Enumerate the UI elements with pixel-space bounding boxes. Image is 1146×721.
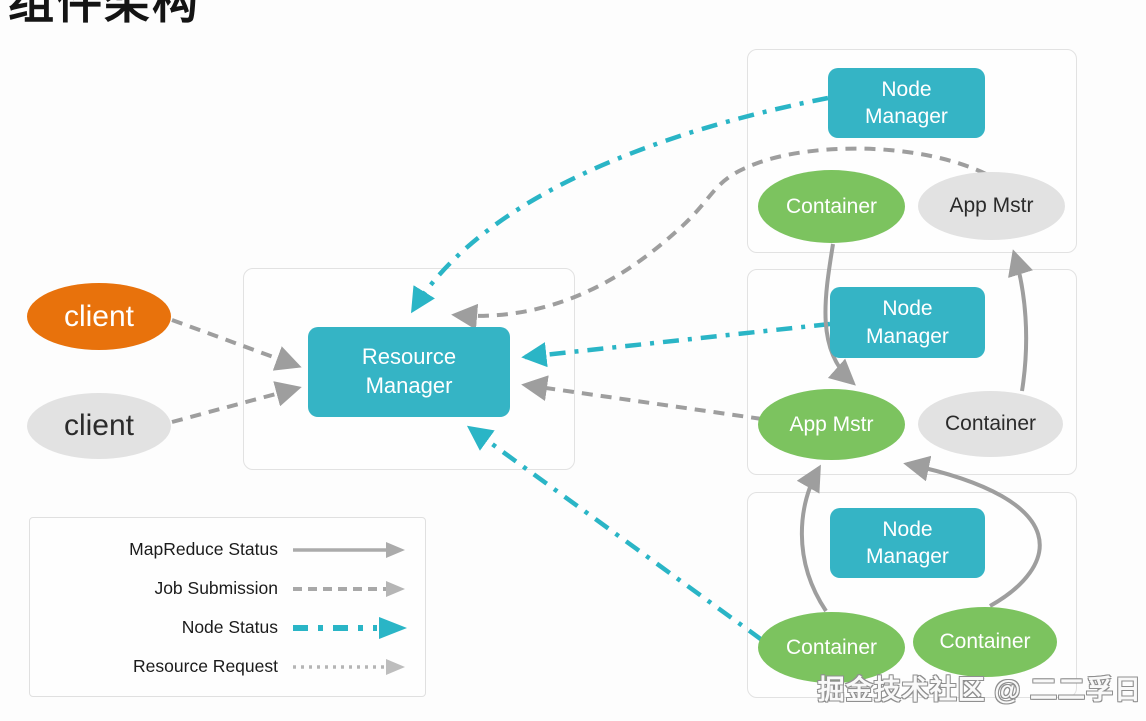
legend-label: Job Submission <box>154 578 278 598</box>
edge-top-container-to-mid-appmstr <box>823 243 856 386</box>
container-node-bottom-right: Container <box>913 607 1057 677</box>
edge-mid-container-to-top-appmstr <box>1008 249 1033 392</box>
legend-label: Resource Request <box>133 656 278 676</box>
legend-label: MapReduce Status <box>129 539 278 559</box>
solid-arrow-icon <box>293 541 405 558</box>
legend-label: Node Status <box>181 617 278 637</box>
client-node-1: client <box>27 283 171 350</box>
watermark: 掘金技术社区 @ 二二孚日 <box>817 675 1142 705</box>
container-node-top: Container <box>758 170 905 243</box>
dotted-arrow-icon <box>293 658 405 675</box>
edge-mid-nm-to-rm <box>521 321 831 368</box>
client-node-2: client <box>27 393 171 459</box>
legend-row-node-status: Node Status <box>30 608 425 647</box>
edge-client2-to-rm <box>171 381 302 424</box>
dashed-arrow-icon <box>293 580 405 597</box>
edge-client1-to-rm <box>171 318 302 371</box>
node-manager-top: Node Manager <box>828 68 985 138</box>
node-manager-label: Node Manager <box>866 517 949 568</box>
container-node-middle: Container <box>918 391 1063 457</box>
node-manager-label: Node Manager <box>865 77 948 128</box>
edge-bottom-container-to-rm <box>466 425 764 642</box>
edge-bottom-container2-to-mid-appmstr <box>903 455 1042 608</box>
container-node-bottom-left: Container <box>758 612 905 683</box>
app-mstr-label: App Mstr <box>949 194 1034 217</box>
container-label: Container <box>785 194 878 218</box>
page-title: 组件架构 <box>8 0 200 28</box>
edge-top-nm-to-rm <box>411 95 829 314</box>
container-label: Container <box>785 635 878 659</box>
app-mstr-label: App Mstr <box>789 412 874 436</box>
edge-bottom-container1-to-mid-appmstr <box>796 464 828 613</box>
legend-row-mapreduce-status: MapReduce Status <box>30 530 425 569</box>
container-label: Container <box>944 412 1037 435</box>
app-mstr-node-middle: App Mstr <box>758 389 905 460</box>
container-label: Container <box>939 630 1031 653</box>
legend: MapReduce Status Job Submission Node Sta… <box>29 517 426 697</box>
client-label: client <box>63 409 135 442</box>
resource-manager-node: Resource Manager <box>308 327 510 417</box>
legend-row-resource-request: Resource Request <box>30 647 425 686</box>
edge-top-appmstr-to-rm <box>451 146 987 330</box>
node-manager-middle: Node Manager <box>830 287 985 358</box>
resource-manager-label: Resource Manager <box>361 344 457 398</box>
legend-row-job-submission: Job Submission <box>30 569 425 608</box>
app-mstr-node-top: App Mstr <box>918 172 1065 240</box>
client-label: client <box>63 299 135 333</box>
edge-mid-appmstr-to-rm <box>521 375 763 421</box>
node-manager-bottom: Node Manager <box>830 508 985 578</box>
node-manager-label: Node Manager <box>866 297 949 348</box>
dashdot-arrow-icon <box>293 616 407 639</box>
